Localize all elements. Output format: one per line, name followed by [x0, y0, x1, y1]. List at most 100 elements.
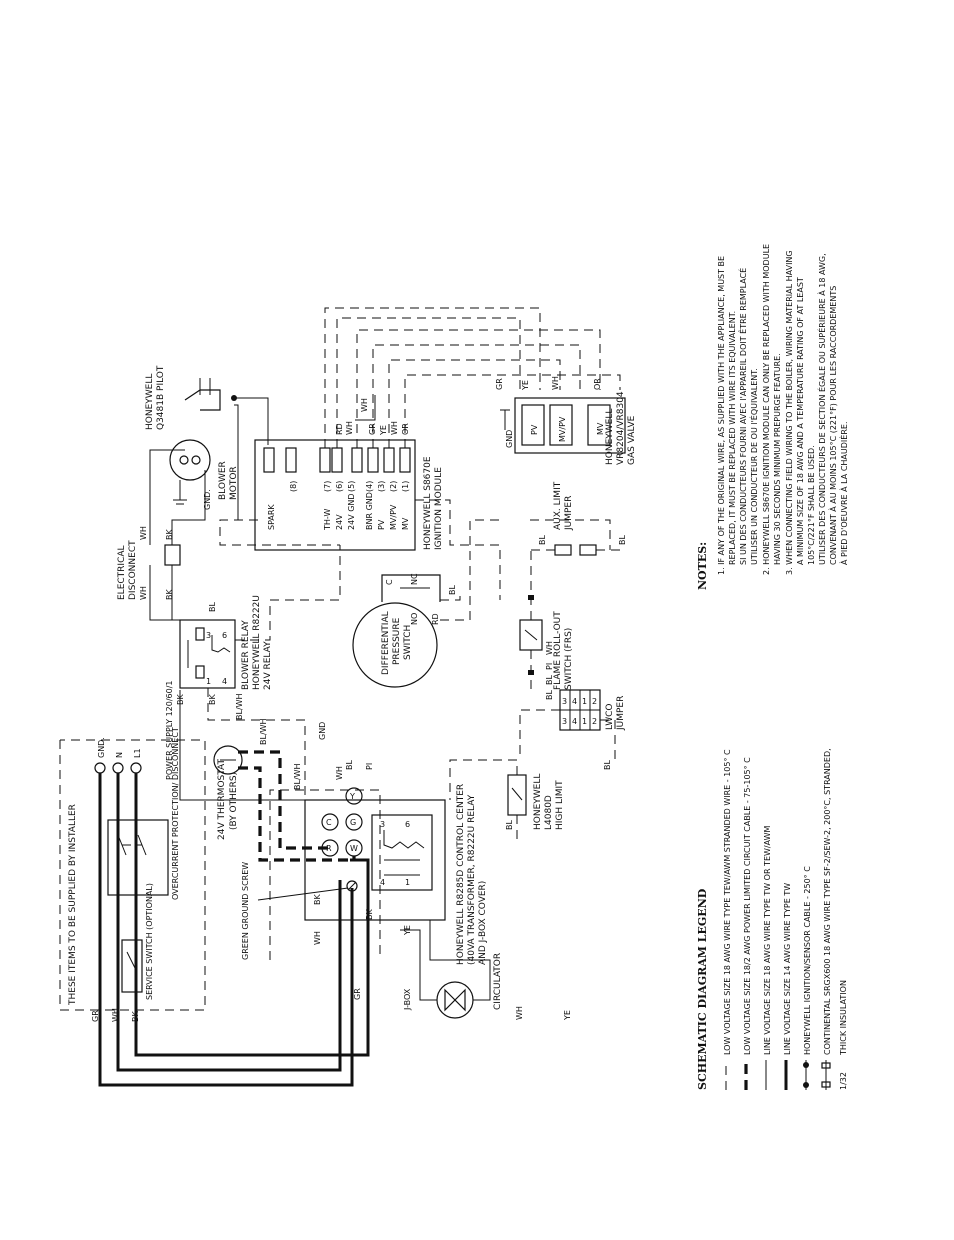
blower-motor-line1: BLOWER: [218, 461, 228, 500]
blower-relay-line3: 24V RELAY: [263, 641, 273, 690]
disconnect-wh: WH: [139, 586, 148, 600]
im-row-pin: (5): [347, 481, 356, 492]
im-row-label: 24V GND: [347, 493, 356, 530]
high-limit-line1: HONEYWELL: [533, 774, 543, 830]
relay-pin: 4: [222, 677, 227, 686]
aux-limit-jumper: AUX. LIMIT JUMPER BL BL: [530, 481, 627, 590]
im-row-label: BNR GND: [365, 492, 374, 530]
line-voltage-wires: [98, 773, 370, 1087]
gv-wire-ye: YE: [521, 380, 530, 391]
note-line: À PIED D'OEUVRE À LA CHAUDIÈRE.: [838, 422, 849, 565]
aux-limit-line2: JUMPER: [564, 496, 574, 531]
legend-item-1: LOW VOLTAGE SIZE 18 AWG WIRE TYPE TEW/AW…: [723, 749, 732, 1055]
legend-item-2: LOW VOLTAGE SIZE 18/2 AWG POWER LIMITED …: [743, 757, 752, 1055]
gv-wire-wh: WH: [551, 376, 560, 390]
pilot-line1: HONEYWELL: [145, 374, 155, 430]
aux-bl: BL: [538, 535, 547, 545]
lwco-cell: 4: [572, 717, 577, 726]
power-supply-label: POWER SUPPLY 120/60/1: [165, 680, 174, 780]
pilot-wh: WH: [360, 398, 369, 412]
pilot: HONEYWELL Q3481B PILOT WH: [145, 365, 376, 520]
im-wire-wh: WH: [345, 421, 354, 435]
blower-motor-symbol: [169, 439, 211, 481]
notes: NOTES: 1. IF ANY OF THE ORIGINAL WIRE, A…: [696, 244, 849, 590]
legend-item-4: LINE VOLTAGE SIZE 14 AWG WIRE TYPE TW: [783, 883, 792, 1055]
high-limit-wire: BL: [505, 820, 514, 830]
service-switch-label: SERVICE SWITCH (OPTIONAL): [145, 883, 154, 1000]
disconnect-plug: [164, 544, 181, 566]
ps-rd: RD: [431, 613, 440, 625]
high-limit: HONEYWELL L4080D HIGH LIMIT BL: [449, 759, 565, 840]
im-wire-ye: YE: [379, 425, 388, 436]
cc-wire-ye: YE: [403, 925, 412, 936]
ps-bl: BL: [448, 585, 457, 595]
note-line: 1. IF ANY OF THE ORIGINAL WIRE, AS SUPPL…: [717, 256, 726, 575]
relay-pin: 1: [206, 677, 211, 686]
jbox-wh-label: WH: [313, 931, 322, 945]
note-line: SI UN DES CONDUCTEURS FOURNI AVEC l'APPA…: [737, 268, 748, 565]
terminal-w-label: W: [350, 844, 358, 853]
control-center-sub2: AND J-BOX COVER): [478, 881, 488, 965]
circulator-ye: YE: [563, 1010, 572, 1021]
ignition-module-box: [254, 439, 416, 551]
note-line: CONVENANT À AU MOINS 105°C (221°F) POUR …: [827, 286, 838, 565]
im-row-label: SPARK: [267, 504, 276, 530]
cc-wire-bk: BK: [365, 909, 374, 920]
lwco-col-label: BL: [545, 675, 554, 685]
electrical-disconnect: ELECTRICAL DISCONNECT WH BK WH BK: [117, 449, 206, 621]
note-line: UTILISER DES CONDUCTEURS DE SECTION ÉGAL…: [816, 253, 827, 565]
legend-fraction: 1/32: [839, 1072, 848, 1090]
cc-wire-pi: PI: [365, 763, 374, 770]
circulator-wh: WH: [515, 1006, 524, 1020]
note-line: 2. HONEYWELL S8670E IGNITION MODULE CAN …: [762, 244, 771, 575]
relay-pin: 3: [206, 631, 211, 640]
control-center-sub1: (40VA TRANSFORMER, R8222U RELAY: [467, 794, 477, 965]
legend-item-6: CONTINENTAL SRGX600 18 AWG WIRE TYPE SF-…: [823, 748, 832, 1055]
terminal-y-label: Y: [349, 792, 355, 801]
aux-bl2: BL: [618, 535, 627, 545]
lwco-col-label: PI: [545, 663, 554, 670]
svg-text:4: 4: [380, 878, 385, 887]
lwco-cell: 2: [592, 717, 597, 726]
legend: SCHEMATIC DIAGRAM LEGEND LOW VOLTAGE SIZ…: [696, 748, 848, 1090]
lwco-cell: 4: [572, 697, 577, 706]
lwco-line1: LWCO: [605, 704, 615, 730]
aux-connector: [579, 544, 597, 556]
r8222u-relay: [371, 814, 433, 891]
n-label: N: [115, 752, 124, 758]
j-box-label: J-BOX: [403, 988, 412, 1011]
terminal-y: [345, 787, 363, 805]
control-center: R C W G Y 3 4 6 1 HONEYWELL R8285D CONTR…: [293, 722, 488, 965]
disconnect-line1: ELECTRICAL: [117, 545, 127, 600]
frs-line2: SWITCH (FRS): [564, 628, 574, 690]
ps-line1: DIFFERENTIAL: [381, 611, 391, 675]
im-row-pin: (4): [365, 481, 374, 492]
lwco-cell: 2: [592, 697, 597, 706]
lwco-wire: BL: [603, 760, 612, 770]
pressure-switch: DIFFERENTIAL PRESSURE SWITCH NO NC C RD …: [352, 519, 500, 688]
wire-gr-label: GR: [91, 1010, 100, 1022]
disconnect-wh2: WH: [139, 526, 148, 540]
legend-item-5: HONEYWELL IGNITION/SENSOR CABLE - 250° C: [803, 866, 812, 1055]
control-center-title: HONEYWELL R8285D CONTROL CENTER: [456, 784, 466, 965]
note-line: 3. WHEN CONNECTING FIELD WIRING TO THE B…: [785, 250, 794, 575]
gv-terminal-pv: PV: [530, 424, 539, 435]
ps-line2: PRESSURE: [392, 617, 402, 665]
blower-relay: 3 6 1 4 BLOWER RELAY HONEYWELL R8222U 24…: [176, 545, 341, 801]
lwco-col-label: BL: [545, 690, 554, 700]
svg-text:6: 6: [405, 820, 410, 829]
wire-wh-label: WH: [111, 1008, 120, 1022]
installer-boundary: [59, 739, 206, 1011]
disconnect-bk: BK: [165, 589, 174, 600]
jbox-gr-label: GR: [353, 988, 362, 1000]
pressure-switch-symbol: [352, 602, 438, 688]
gas-valve-box: [514, 397, 626, 454]
legend-item-3: LINE VOLTAGE SIZE 18 AWG WIRE TYPE TW OR…: [763, 825, 772, 1055]
thermostat-label: 24V THERMOSTAT: [217, 759, 227, 840]
cc-wire-bl: BL: [345, 760, 354, 770]
cc-wire-gnd: GND: [318, 722, 327, 740]
im-row-pin: (6): [335, 481, 344, 492]
note-line: UTILISER UN CONDUCTEUR DE OU l'ÉQUIVALEN…: [748, 368, 759, 565]
ignition-module-sub: IGNITION MODULE: [434, 467, 444, 550]
